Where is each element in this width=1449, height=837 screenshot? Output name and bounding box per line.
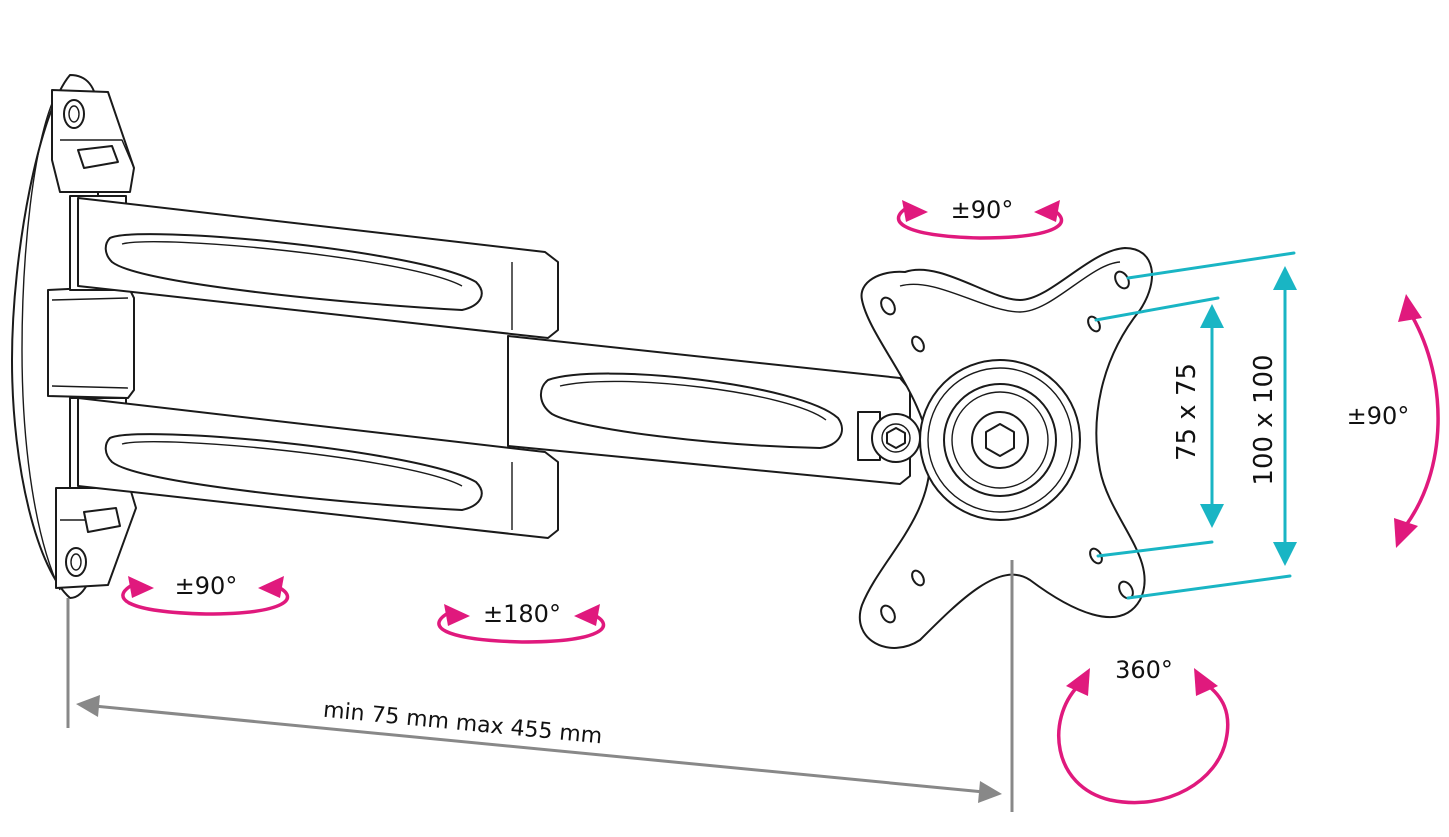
rotation-arrow-wall xyxy=(121,576,290,616)
rotation-label-joint: ±180° xyxy=(483,600,561,628)
vesa-plate xyxy=(858,247,1153,649)
vesa-dimension-lines xyxy=(1094,251,1297,600)
vesa-holes xyxy=(880,270,1134,624)
rotation-arrow-tilt xyxy=(1394,294,1440,548)
rotation-arrow-plate xyxy=(1057,668,1230,805)
second-arm xyxy=(507,335,921,485)
rotation-arrow-top xyxy=(896,200,1064,240)
rotation-label-top: ±90° xyxy=(951,196,1014,224)
rotation-arrow-joint xyxy=(437,604,606,644)
rotation-label-tilt: ±90° xyxy=(1347,402,1410,430)
rotation-label-plate: 360° xyxy=(1115,656,1173,684)
vesa-small-label: 75 x 75 xyxy=(1172,363,1202,461)
vesa-large-label: 100 x 100 xyxy=(1249,354,1279,485)
reach-dimension xyxy=(66,560,1014,812)
first-arm xyxy=(77,197,559,539)
rotation-label-wall: ±90° xyxy=(175,572,238,600)
